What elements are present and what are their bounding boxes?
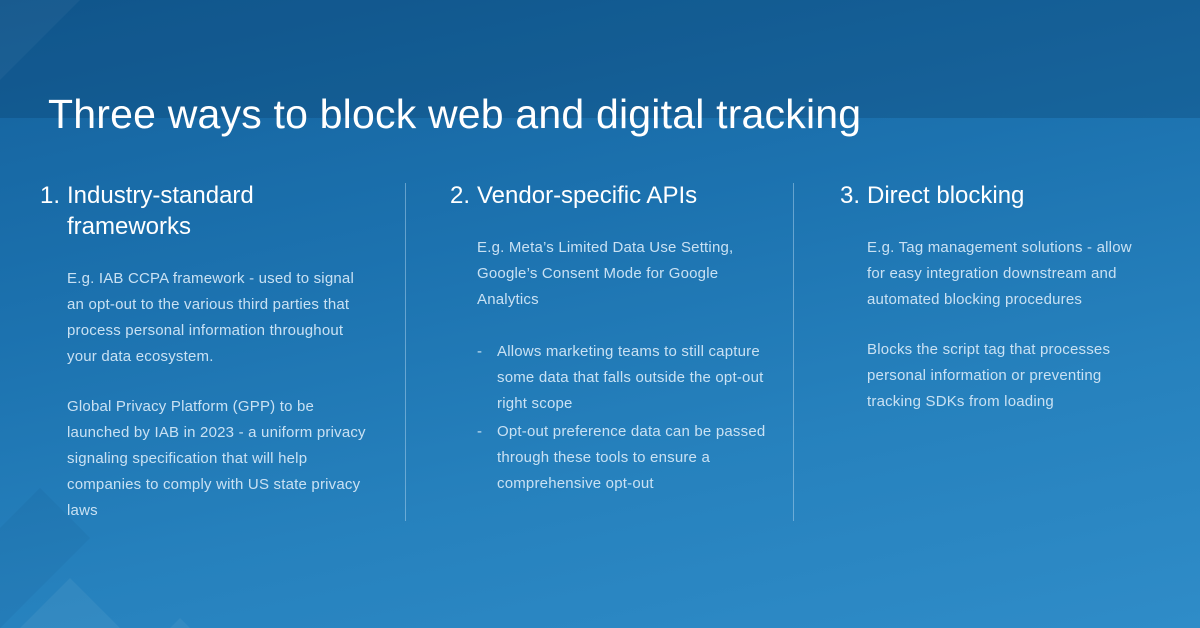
column-number: 1. — [40, 182, 61, 209]
column-heading: 2. Vendor-specific APIs — [450, 180, 780, 211]
column-direct-blocking: 3. Direct blocking E.g. Tag management s… — [840, 180, 1150, 439]
column-divider — [793, 183, 794, 521]
column-number: 3. — [840, 182, 861, 209]
bullet-dash: - — [477, 422, 483, 440]
bullet-item: - Allows marketing teams to still captur… — [477, 339, 780, 417]
column-heading-text: Industry-standard frameworks — [67, 182, 254, 241]
bullet-text: Allows marketing teams to still capture … — [497, 343, 764, 412]
column-heading-text: Vendor-specific APIs — [477, 182, 698, 209]
header-band — [0, 0, 1200, 118]
bullet-dash: - — [477, 343, 483, 360]
column-heading-text: Direct blocking — [867, 182, 1025, 209]
column-heading: 1. Industry-standard frameworks — [40, 180, 370, 242]
column-number: 2. — [450, 182, 471, 209]
bullet-item: - Opt-out preference data can be passed … — [477, 419, 780, 497]
column-industry-standard-frameworks: 1. Industry-standard frameworks E.g. IAB… — [40, 180, 370, 548]
column-paragraph: Global Privacy Platform (GPP) to be laun… — [67, 398, 366, 519]
column-body: E.g. Meta’s Limited Data Use Setting, Go… — [450, 235, 780, 496]
column-body: E.g. Tag management solutions - allow fo… — [840, 235, 1150, 415]
column-divider — [405, 183, 406, 521]
column-heading: 3. Direct blocking — [840, 180, 1150, 211]
column-paragraph: E.g. Tag management solutions - allow fo… — [867, 239, 1132, 309]
column-body: E.g. IAB CCPA framework - used to signal… — [40, 266, 370, 523]
slide-title: Three ways to block web and digital trac… — [48, 91, 862, 138]
column-intro: E.g. Meta’s Limited Data Use Setting, Go… — [477, 239, 734, 309]
bullet-list: - Allows marketing teams to still captur… — [477, 339, 780, 497]
bullet-text: Opt-out preference data can be passed th… — [497, 422, 766, 492]
column-paragraph: Blocks the script tag that processes per… — [867, 341, 1111, 410]
column-paragraph: E.g. IAB CCPA framework - used to signal… — [67, 270, 355, 366]
column-vendor-specific-apis: 2. Vendor-specific APIs E.g. Meta’s Limi… — [450, 180, 780, 499]
